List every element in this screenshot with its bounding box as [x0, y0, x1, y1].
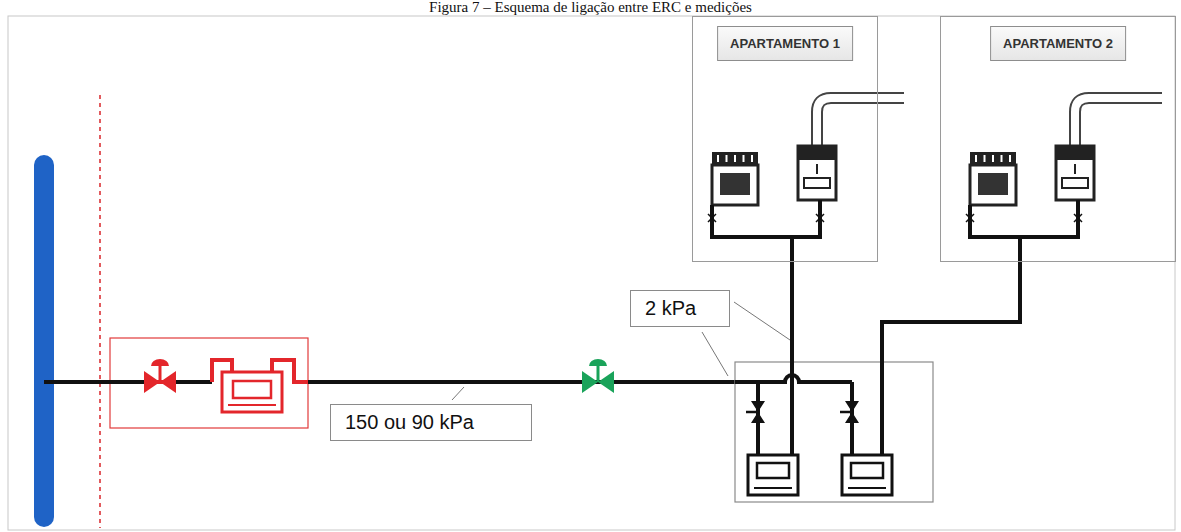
- stove-knob: [743, 155, 745, 162]
- apartment-box: APARTAMENTO 1: [692, 16, 878, 262]
- stove-knob: [1001, 155, 1003, 162]
- meter-line: [754, 487, 792, 489]
- oven-window: [720, 173, 750, 195]
- pressure-label: 150 ou 90 kPa: [345, 411, 517, 434]
- appliance-valve: [816, 214, 824, 222]
- heater-display: [804, 178, 830, 188]
- flue-pipe: [1075, 98, 1162, 148]
- meter-enclosure: [735, 362, 933, 502]
- heater-top: [1056, 146, 1094, 160]
- meter-line: [848, 487, 886, 489]
- leader-line: [452, 387, 464, 400]
- flue-pipe: [817, 98, 904, 148]
- shutoff-valve: [582, 359, 614, 393]
- heater-mark: [816, 164, 818, 174]
- branch-pipe: [758, 382, 852, 455]
- pressure-tag: 2 kPa: [630, 290, 730, 327]
- pressure-tag: 150 ou 90 kPa: [330, 404, 532, 441]
- oven-window: [978, 173, 1008, 195]
- stove-panel: [712, 152, 758, 165]
- riser-pipe: [882, 237, 1020, 455]
- stove-knob: [726, 155, 728, 162]
- stove-knob: [975, 155, 977, 162]
- stove-body: [712, 165, 758, 205]
- flue-pipe: [1075, 98, 1162, 148]
- stove-panel: [970, 152, 1016, 165]
- erc-valve: [144, 359, 176, 393]
- stove-body: [970, 165, 1016, 205]
- unit-meters: [748, 455, 892, 495]
- apartment-box: APARTAMENTO 2: [940, 16, 1176, 262]
- figure-title: Figura 7 – Esquema de ligação entre ERC …: [0, 0, 1181, 15]
- appliance-valve: [1074, 214, 1082, 222]
- stove-knob: [717, 155, 719, 162]
- meter-dial: [757, 463, 789, 478]
- figure-frame: [8, 16, 1175, 530]
- pressure-label: 2 kPa: [645, 297, 715, 320]
- stove-knob: [984, 155, 986, 162]
- flue-pipe: [817, 98, 904, 148]
- internal-pipe: [712, 200, 820, 237]
- valve-handle: [746, 411, 758, 414]
- heater-mark: [1074, 164, 1076, 174]
- water-heater: [1056, 146, 1094, 200]
- riser-pipe: [790, 237, 794, 455]
- valve-handle: [840, 411, 852, 414]
- erc-meter: [212, 360, 308, 412]
- stove-knob: [734, 155, 736, 162]
- internal-pipe: [970, 200, 1078, 237]
- stove-knob: [1009, 155, 1011, 162]
- gas-meter: [748, 455, 798, 495]
- meter-valves: [746, 401, 859, 423]
- heater-top: [798, 146, 836, 160]
- apartment-label: APARTAMENTO 2: [990, 26, 1126, 61]
- appliances: [708, 98, 1162, 237]
- property-line: [99, 95, 101, 528]
- appliance-valve: [966, 214, 974, 222]
- gas-meter: [842, 455, 892, 495]
- stove-knob: [751, 155, 753, 162]
- apartment-label: APARTAMENTO 1: [717, 26, 853, 61]
- appliance-valve: [708, 214, 716, 222]
- water-heater: [798, 146, 836, 200]
- stove-knob: [992, 155, 994, 162]
- gas-main: [34, 155, 54, 527]
- meter-dial: [851, 463, 883, 478]
- heater-display: [1062, 178, 1088, 188]
